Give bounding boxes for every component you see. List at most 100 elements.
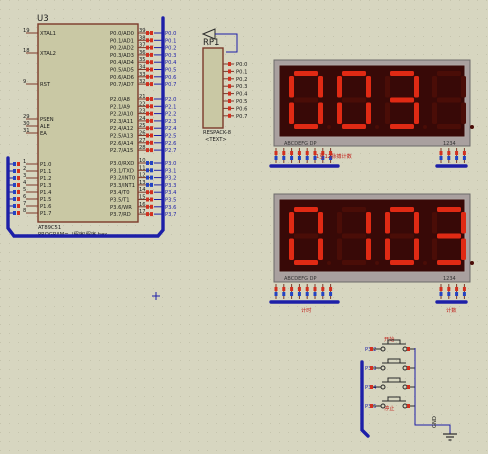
cpu-pin-state-indicator (146, 212, 149, 217)
segment-b (414, 212, 419, 234)
cpu-right-pin-number: 12 (139, 173, 146, 179)
segment-d (294, 124, 318, 129)
cpu-net-label: P0.5 (165, 68, 176, 74)
cpu-net-label: P0.7 (165, 82, 176, 88)
button-pin-indicator (407, 404, 410, 408)
display-pin-indicator (462, 151, 466, 155)
cpu-right-pin-number: 33 (139, 72, 146, 78)
cpu-pin-state-indicator (146, 197, 149, 202)
cpu-left-pin-number: 19 (23, 28, 30, 34)
resistor-pack-rp1[interactable]: RP1 P0.0P0.1P0.2P0.3P0.4P0.5P0.6P0.7 RES… (201, 28, 248, 143)
segment-a (390, 71, 414, 76)
display-pin-indicator (297, 287, 301, 291)
button-cap[interactable] (387, 358, 401, 364)
segment-g (342, 97, 366, 103)
display-bottom-digits (289, 207, 474, 265)
cpu-right-pin-label: P2.0/A8 (110, 97, 130, 103)
cpu-left-pin-number: 4 (23, 180, 27, 186)
cpu-left-pin-number: 18 (23, 48, 30, 54)
cpu-pin-state-indicator (150, 212, 153, 217)
button-pin-indicator (370, 366, 373, 370)
display-bottom-caption-left: 计时 (301, 306, 311, 314)
cpu-right-pin-number: 34 (139, 65, 146, 71)
display-pin-indicator (282, 156, 286, 160)
button-pin-indicator (370, 347, 373, 351)
segment-c (318, 238, 323, 260)
segment-d (437, 260, 461, 265)
cpu-pin-state-indicator (146, 74, 149, 79)
seven-segment-display-bottom[interactable]: ABCDEFG DP 1234 计时 计数 (273, 193, 474, 314)
cpu-pin-state-indicator (13, 183, 16, 187)
seven-segment-display-top[interactable]: ABCDEFG DP 1234 1至12脉搏计数 (273, 59, 474, 163)
segment-a (294, 207, 318, 212)
cpu-pin-state-indicator (13, 197, 16, 201)
cpu-pin-state-indicator (150, 168, 153, 173)
display-top-digit-label: 1234 (443, 141, 456, 147)
cpu-left-pin-label: P1.2 (40, 176, 51, 182)
segment-c (318, 102, 323, 124)
cpu-right-pin-number: 37 (139, 43, 146, 49)
crosshair-icon (152, 292, 160, 300)
segment-d (294, 260, 318, 265)
display-pin-indicator (305, 156, 309, 160)
segment-e (289, 102, 294, 124)
cpu-right-pin-label: P0.7/AD7 (110, 82, 134, 88)
segment-b (318, 212, 323, 234)
cpu-pin-state-indicator (150, 52, 153, 57)
segment-e (432, 238, 437, 260)
display-pin-indicator (455, 287, 459, 291)
cpu-right-pin-label: P0.5/AD5 (110, 68, 134, 74)
segment-e (289, 238, 294, 260)
ground-icon (443, 433, 457, 441)
rp1-pin-state-indicator (228, 69, 231, 74)
rp1-pin-label: P0.2 (236, 77, 247, 83)
cpu-pin-state-indicator (146, 161, 149, 165)
button-cap[interactable] (387, 339, 401, 345)
cpu-left-pin-number: 31 (23, 128, 30, 134)
rp1-text-placeholder: <TEXT> (205, 137, 227, 143)
rp1-ref-label: RP1 (203, 38, 219, 48)
segment-b (461, 212, 466, 234)
segment-a (342, 207, 366, 212)
rp1-pin-state-indicator (228, 76, 231, 81)
cpu-pin-state-indicator (13, 204, 16, 208)
segment-g (342, 233, 366, 239)
cpu-pin-state-indicator (146, 45, 149, 50)
cpu-right-pin-number: 39 (139, 28, 146, 34)
display-pin-indicator (290, 151, 294, 155)
cpu-pin-state-indicator (13, 162, 16, 166)
cpu-pin-state-indicator (146, 60, 149, 65)
cpu-pin-state-indicator (146, 82, 149, 87)
button-cap[interactable] (387, 377, 401, 383)
cpu-pin-state-indicator (146, 104, 149, 109)
cpu-program-label: PROGRAM=..\程序\程序.hex (38, 230, 107, 238)
cpu-net-label: P0.6 (165, 75, 176, 81)
rp1-pin-label: P0.6 (236, 106, 247, 112)
cpu-net-label: P0.2 (165, 46, 176, 52)
cpu-body[interactable] (37, 23, 139, 223)
cpu-left-pin-label: P1.4 (40, 190, 52, 196)
display-bottom-digit-label: 1234 (443, 276, 456, 282)
cpu-left-pin-label: XTAL2 (40, 51, 56, 57)
display-top-pins (274, 148, 466, 163)
rp1-body[interactable] (202, 47, 224, 129)
display-bottom-segment-label: ABCDEFG DP (284, 276, 316, 282)
segment-dp (470, 261, 474, 265)
cpu-net-label: P2.6 (165, 141, 176, 147)
segment-a (437, 207, 461, 212)
cpu-right-pin-number: 14 (139, 187, 146, 193)
segment-g (390, 97, 414, 103)
cpu-pin-state-indicator (17, 211, 20, 215)
push-button-group[interactable]: 开始 停止 P3.2P3.3P3.4P3.5 GND (360, 335, 457, 441)
cpu-left-pin-label: P1.1 (40, 169, 51, 175)
display-pin-indicator (447, 151, 451, 155)
display-pin-indicator (439, 287, 443, 291)
cpu-left-pin-label: P1.7 (40, 211, 51, 217)
segment-f (385, 76, 390, 98)
button-cap[interactable] (387, 396, 401, 402)
cpu-net-label: P0.1 (165, 38, 176, 44)
microcontroller-u3[interactable]: U3 XTAL119XTAL218RST9PSEN29ALE30EA31P1.0… (8, 14, 177, 238)
segment-c (366, 238, 371, 260)
cpu-right-pin-label: P3.0/RXD (110, 161, 134, 167)
